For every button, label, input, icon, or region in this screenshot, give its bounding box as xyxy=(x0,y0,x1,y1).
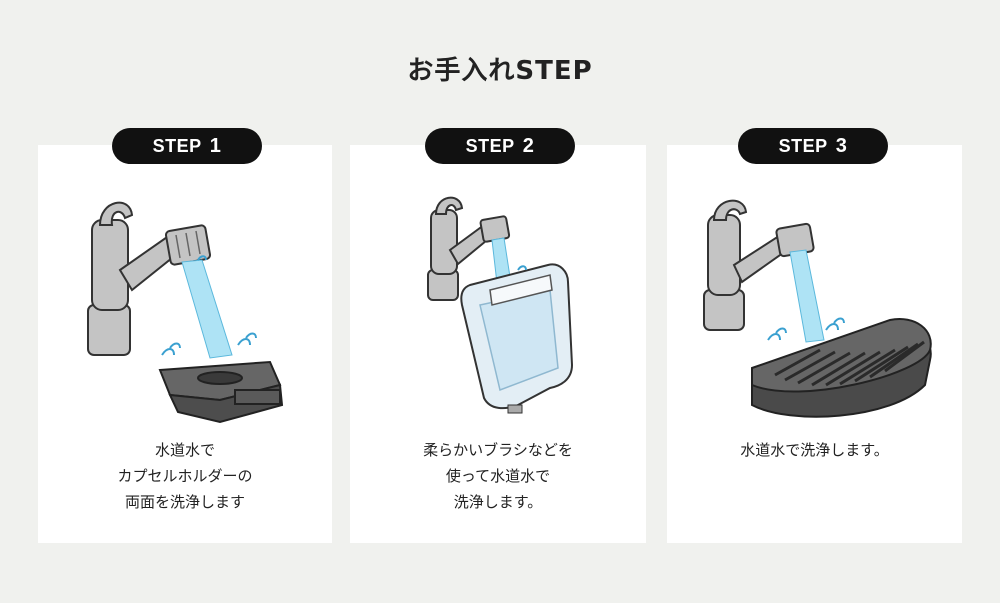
step-badge-2: STEP 2 xyxy=(425,128,575,164)
step-badge-number: 3 xyxy=(835,135,848,157)
water-stream xyxy=(181,259,233,359)
step-badge-label: STEP xyxy=(778,136,828,156)
capsule-holder-wash-illustration xyxy=(87,201,284,424)
description-line: 両面を洗浄します xyxy=(124,493,245,511)
step-badge-number: 1 xyxy=(209,135,222,157)
step-badge-3: STEP 3 xyxy=(738,128,888,164)
step-description-1: 水道水で カプセルホルダーの 両面を洗浄します xyxy=(38,437,332,515)
capsule-holder-icon xyxy=(158,360,284,424)
description-line: 水道水で xyxy=(154,441,215,459)
description-line: 使って水道水で xyxy=(445,467,551,485)
water-tank-icon xyxy=(460,263,574,414)
step-description-2: 柔らかいブラシなどを 使って水道水で 洗浄します。 xyxy=(350,437,646,515)
water-tank-wash-illustration xyxy=(427,196,574,414)
description-line: 柔らかいブラシなどを xyxy=(423,441,573,459)
faucet-icon xyxy=(87,201,212,356)
page-title: お手入れSTEP xyxy=(407,56,593,86)
water-splash-icon xyxy=(161,255,257,356)
water-splash-icon xyxy=(517,265,527,271)
water-stream xyxy=(789,249,825,343)
step-badge-number: 2 xyxy=(522,135,535,157)
step-badge-label: STEP xyxy=(465,136,515,156)
description-line: 洗浄します。 xyxy=(453,493,543,511)
description-line: 水道水で洗浄します。 xyxy=(740,441,889,459)
drip-tray-icon xyxy=(751,318,932,418)
step-badge-1: STEP 1 xyxy=(112,128,262,164)
description-line: カプセルホルダーの xyxy=(117,467,253,485)
water-splash-icon xyxy=(767,317,845,341)
faucet-icon xyxy=(703,199,815,331)
step-badge-label: STEP xyxy=(152,136,202,156)
step-description-3: 水道水で洗浄します。 xyxy=(667,437,962,463)
faucet-icon xyxy=(427,196,511,301)
drip-tray-wash-illustration xyxy=(703,199,932,418)
